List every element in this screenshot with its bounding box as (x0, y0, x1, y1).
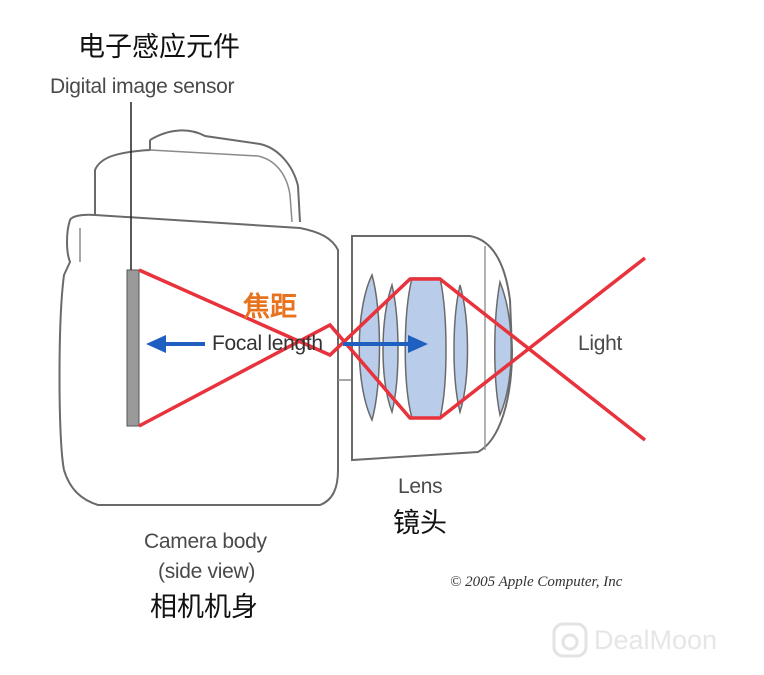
light-ray-bottom (138, 256, 647, 428)
camera-side-detail (79, 228, 352, 381)
lens-label-en: Lens (398, 475, 443, 498)
lens-element-1 (358, 272, 381, 423)
side-view-label-en: (side view) (158, 560, 256, 583)
focal-length-label-en: Focal length (212, 332, 323, 355)
sensor-label-cn: 电子感应元件 (78, 32, 240, 63)
light-label: Light (578, 332, 623, 355)
focal-length-label-cn: 焦距 (243, 292, 297, 323)
camera-body-outline (58, 129, 339, 506)
lens-element-2 (382, 282, 399, 415)
sensor-label-en: Digital image sensor (50, 75, 235, 98)
camera-body-label-cn: 相机机身 (150, 592, 258, 623)
copyright-text: © 2005 Apple Computer, Inc (450, 574, 623, 590)
lens-element-4 (453, 284, 469, 415)
image-sensor (126, 269, 140, 427)
lens-barrel-outline (351, 235, 514, 462)
camera-body-label-en: Camera body (144, 530, 267, 553)
watermark-text: DealMoon (594, 625, 718, 655)
camera-hump-inner (149, 149, 293, 223)
focal-arrow-left-head (146, 335, 166, 353)
focal-arrow-right-head (408, 335, 428, 353)
dealmoon-logo-icon (552, 622, 588, 658)
lens-label-cn: 镜头 (393, 508, 447, 539)
light-ray-top (138, 268, 647, 442)
